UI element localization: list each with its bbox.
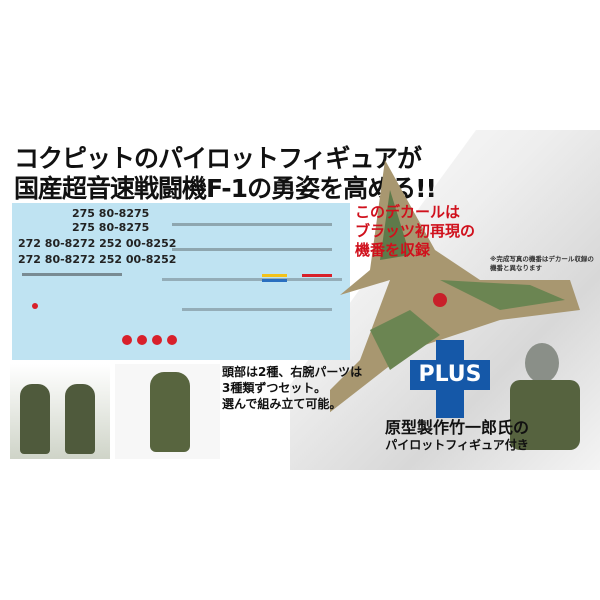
pilot-body <box>510 380 580 450</box>
hinomaru-decal <box>152 335 162 345</box>
caption-line: 原型製作竹一郎氏の <box>385 418 530 437</box>
headline-line1: コクピットのパイロットフィギュアが <box>14 144 422 173</box>
callout-line: ブラッツ初再現の <box>355 222 476 240</box>
hinomaru-decal <box>122 335 132 345</box>
description-line: 3種類ずつセット。 <box>222 381 327 395</box>
decal-number: 275 80-8275 <box>72 221 150 234</box>
decal-number: 275 80-8275 <box>72 207 150 220</box>
pilot-figure <box>65 384 95 454</box>
note-line: ※完成写真の機番はデカール収録の <box>490 255 594 263</box>
hinomaru-decal <box>137 335 147 345</box>
decal-number: 272 80-8272 252 00-8252 <box>18 237 177 250</box>
decal-stripe <box>302 274 332 277</box>
seated-pilot-figure-photo <box>495 335 600 465</box>
pilot-figure-photo <box>10 364 110 459</box>
headline: コクピットのパイロットフィギュアが 国産超音速戦闘機F-1の勇姿を高める!! <box>14 144 437 204</box>
headline-line2: 国産超音速戦闘機F-1の勇姿を高める!! <box>14 174 437 203</box>
helmet <box>525 343 559 383</box>
decal-marks <box>172 248 332 251</box>
callout-line: このデカールは <box>355 203 461 221</box>
decal-number: 272 80-8272 252 00-8252 <box>18 253 177 266</box>
decal-callout: このデカールは ブラッツ初再現の 機番を収録 <box>355 203 475 260</box>
decal-marks <box>182 308 332 311</box>
pilot-figure <box>20 384 50 454</box>
figure-description: 頭部は2種、右腕パーツは 3種類ずつセット。 選んで組み立て可能。 <box>222 364 362 412</box>
description-line: 選んで組み立て可能。 <box>222 397 342 411</box>
plus-caption: 原型製作竹一郎氏の パイロットフィギュア付き <box>385 418 529 453</box>
callout-line: 機番を収録 <box>355 241 431 259</box>
note-line: 機番と異なります <box>490 264 542 272</box>
description-line: 頭部は2種、右腕パーツは <box>222 365 363 379</box>
decal-stripe <box>262 274 287 277</box>
photo-note: ※完成写真の機番はデカール収録の 機番と異なります <box>490 255 594 273</box>
decal-marks <box>22 273 122 276</box>
f1-jet-model-photo <box>330 160 580 413</box>
decal-sheet-image: 275 80-8275 275 80-8275 272 80-8272 252 … <box>12 203 350 360</box>
plus-badge: PLUS <box>410 360 490 390</box>
pilot-figure <box>150 372 190 452</box>
decal-marks <box>162 278 342 281</box>
decal-marks <box>172 223 332 226</box>
decal-stripe <box>262 279 287 282</box>
caption-line: パイロットフィギュア付き <box>385 438 529 452</box>
hinomaru-decal <box>167 335 177 345</box>
pilot-figure-pointing-photo <box>115 364 220 459</box>
hinomaru-decal <box>32 303 38 309</box>
